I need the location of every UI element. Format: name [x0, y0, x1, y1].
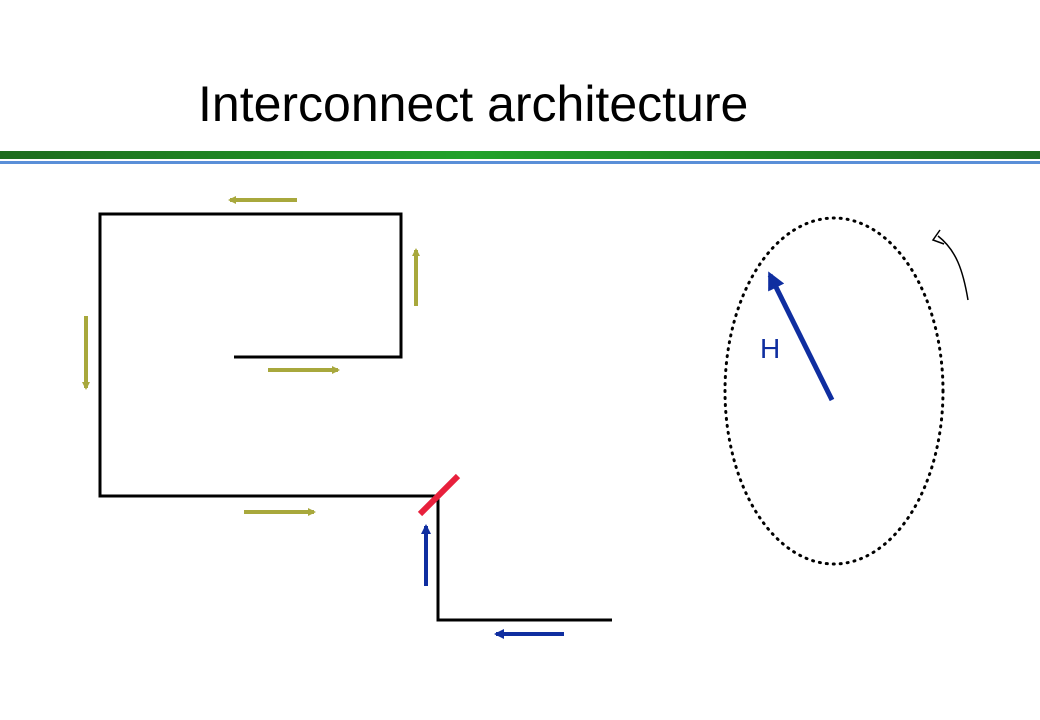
vector-arrow-icon	[767, 271, 835, 402]
title-rule-green	[0, 151, 1040, 159]
title-rule-blue	[0, 161, 1040, 164]
wire-lower-segment	[436, 496, 612, 622]
dotted-orbit	[723, 216, 945, 566]
cut-mark	[417, 473, 461, 517]
page-title: Interconnect architecture	[198, 76, 749, 132]
wire-loop	[98, 212, 438, 498]
vector-label: H	[760, 333, 780, 364]
rotation-arrowhead	[931, 229, 945, 245]
rotation-arrow-icon	[937, 235, 969, 301]
